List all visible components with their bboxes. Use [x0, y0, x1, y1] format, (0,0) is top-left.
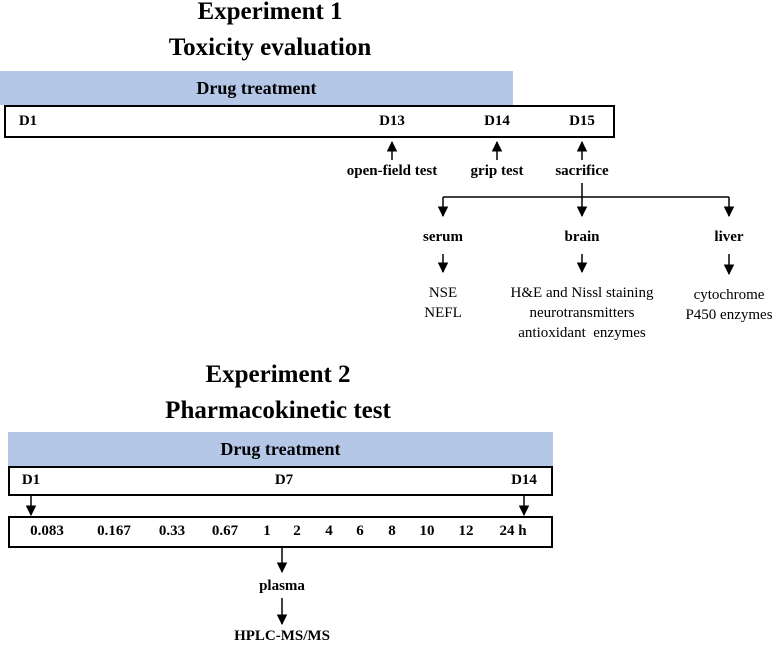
serum-item-nefl: NEFL: [424, 305, 462, 321]
liver-item-cytochrome: cytochrome: [693, 287, 765, 303]
serum-label: serum: [423, 229, 463, 245]
experiment1-title: Experiment 1: [197, 0, 343, 25]
liver-label: liver: [714, 229, 744, 245]
timepoint: 0.167: [97, 523, 131, 539]
open-field-test-label: open-field test: [346, 163, 438, 179]
timepoint: 12: [458, 523, 474, 539]
timepoint: 6: [356, 523, 364, 539]
timepoint: 0.33: [158, 523, 186, 539]
experiment1-subtitle: Toxicity evaluation: [168, 34, 372, 61]
timepoint: 0.083: [30, 523, 64, 539]
timepoint: 24 h: [499, 523, 527, 539]
timepoint: 4: [325, 523, 333, 539]
experiment2-drug-treatment-band: Drug treatment: [8, 432, 553, 466]
sampling-timepoints-box: [8, 516, 553, 548]
experiment2-timeline: [8, 466, 553, 496]
exp2-day-d7: D7: [274, 472, 294, 488]
experiment1-timeline: [4, 105, 615, 138]
sacrifice-label: sacrifice: [555, 163, 609, 179]
exp1-day-d1: D1: [18, 113, 38, 129]
timepoint: 1: [263, 523, 271, 539]
exp1-day-d15: D15: [569, 113, 595, 129]
experiment1-drug-treatment-band: Drug treatment: [0, 71, 513, 105]
brain-item-neurotransmitters: neurotransmitters: [529, 305, 635, 321]
exp2-day-d14: D14: [511, 472, 537, 488]
experiment1-band-label: Drug treatment: [196, 77, 317, 98]
serum-item-nse: NSE: [428, 285, 458, 301]
experiment2-title: Experiment 2: [205, 361, 351, 388]
timepoint: 10: [419, 523, 435, 539]
liver-item-p450: P450 enzymes: [685, 307, 773, 323]
timepoint: 0.67: [211, 523, 239, 539]
exp1-day-d13: D13: [379, 113, 405, 129]
plasma-label: plasma: [259, 578, 305, 594]
exp2-day-d1: D1: [21, 472, 41, 488]
exp1-day-d14: D14: [484, 113, 510, 129]
brain-item-antioxidant: antioxidant enzymes: [518, 325, 646, 341]
grip-test-label: grip test: [470, 163, 524, 179]
brain-item-staining: H&E and Nissl staining: [510, 285, 654, 301]
timepoint: 8: [388, 523, 396, 539]
timepoint: 2: [293, 523, 301, 539]
hplc-msms-label: HPLC-MS/MS: [234, 628, 330, 644]
experiment2-subtitle: Pharmacokinetic test: [165, 397, 391, 424]
brain-label: brain: [564, 229, 600, 245]
experiment2-band-label: Drug treatment: [220, 438, 341, 459]
